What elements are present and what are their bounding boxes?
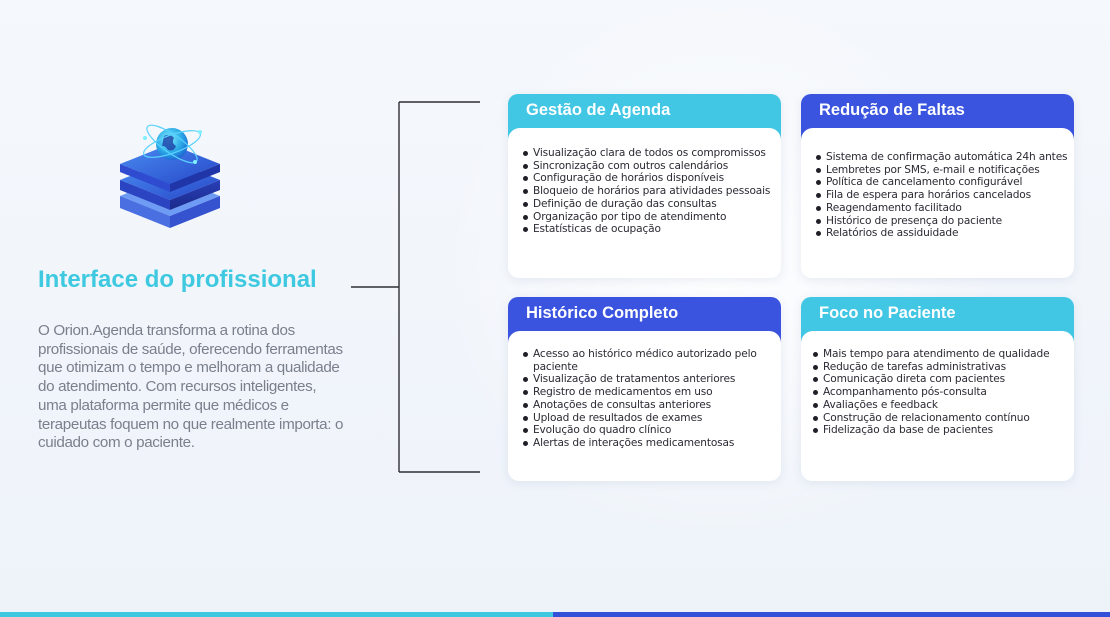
list-item: Anotações de consultas anteriores [522, 399, 775, 412]
card-body: Mais tempo para atendimento de qualidade… [801, 331, 1074, 481]
list-item: Avaliações e feedback [812, 399, 1068, 412]
list-item: Registro de medicamentos em uso [522, 386, 775, 399]
globe-on-stacked-layers-icon [120, 124, 220, 228]
list-item: Bloqueio de horários para atividades pes… [522, 185, 775, 198]
page-title: Interface do profissional [38, 266, 317, 293]
list-item: Sincronização com outros calendários [522, 160, 775, 173]
card-historico-completo: Histórico Completo Acesso ao histórico m… [508, 297, 781, 481]
list-item: Relatórios de assiduidade [815, 227, 1068, 240]
card-body: Visualização clara de todos os compromis… [508, 128, 781, 278]
card-foco-no-paciente: Foco no Paciente Mais tempo para atendim… [801, 297, 1074, 481]
list-item: Fila de espera para horários cancelados [815, 189, 1068, 202]
list-item: Acesso ao histórico médico autorizado pe… [522, 348, 775, 373]
list-item: Redução de tarefas administrativas [812, 361, 1068, 374]
list-item: Lembretes por SMS, e-mail e notificações [815, 164, 1068, 177]
list-item: Reagendamento facilitado [815, 202, 1068, 215]
bottom-bar-cyan [0, 612, 553, 617]
list-item: Política de cancelamento configurável [815, 176, 1068, 189]
feature-list: Visualização clara de todos os compromis… [522, 147, 775, 236]
list-item: Evolução do quadro clínico [522, 424, 775, 437]
list-item: Visualização de tratamentos anteriores [522, 373, 775, 386]
feature-list: Acesso ao histórico médico autorizado pe… [522, 348, 775, 450]
bottom-accent-bar [0, 612, 1110, 617]
feature-list: Sistema de confirmação automática 24h an… [815, 151, 1068, 240]
card-gestao-de-agenda: Gestão de Agenda Visualização clara de t… [508, 94, 781, 278]
card-body: Sistema de confirmação automática 24h an… [801, 128, 1074, 278]
list-item: Sistema de confirmação automática 24h an… [815, 151, 1068, 164]
card-title: Histórico Completo [508, 297, 781, 343]
list-item: Estatísticas de ocupação [522, 223, 775, 236]
list-item: Organização por tipo de atendimento [522, 211, 775, 224]
list-item: Visualização clara de todos os compromis… [522, 147, 775, 160]
list-item: Mais tempo para atendimento de qualidade [812, 348, 1068, 361]
card-reducao-de-faltas: Redução de Faltas Sistema de confirmação… [801, 94, 1074, 278]
list-item: Construção de relacionamento contínuo [812, 412, 1068, 425]
list-item: Configuração de horários disponíveis [522, 172, 775, 185]
bottom-bar-blue [553, 612, 1110, 617]
list-item: Definição de duração das consultas [522, 198, 775, 211]
card-body: Acesso ao histórico médico autorizado pe… [508, 331, 781, 481]
feature-list: Mais tempo para atendimento de qualidade… [812, 348, 1068, 437]
list-item: Fidelização da base de pacientes [812, 424, 1068, 437]
list-item: Alertas de interações medicamentosas [522, 437, 775, 450]
list-item: Comunicação direta com pacientes [812, 373, 1068, 386]
intro-description: O Orion.Agenda transforma a rotina dos p… [38, 322, 344, 452]
list-item: Acompanhamento pós-consulta [812, 386, 1068, 399]
list-item: Upload de resultados de exames [522, 412, 775, 425]
list-item: Histórico de presença do paciente [815, 215, 1068, 228]
